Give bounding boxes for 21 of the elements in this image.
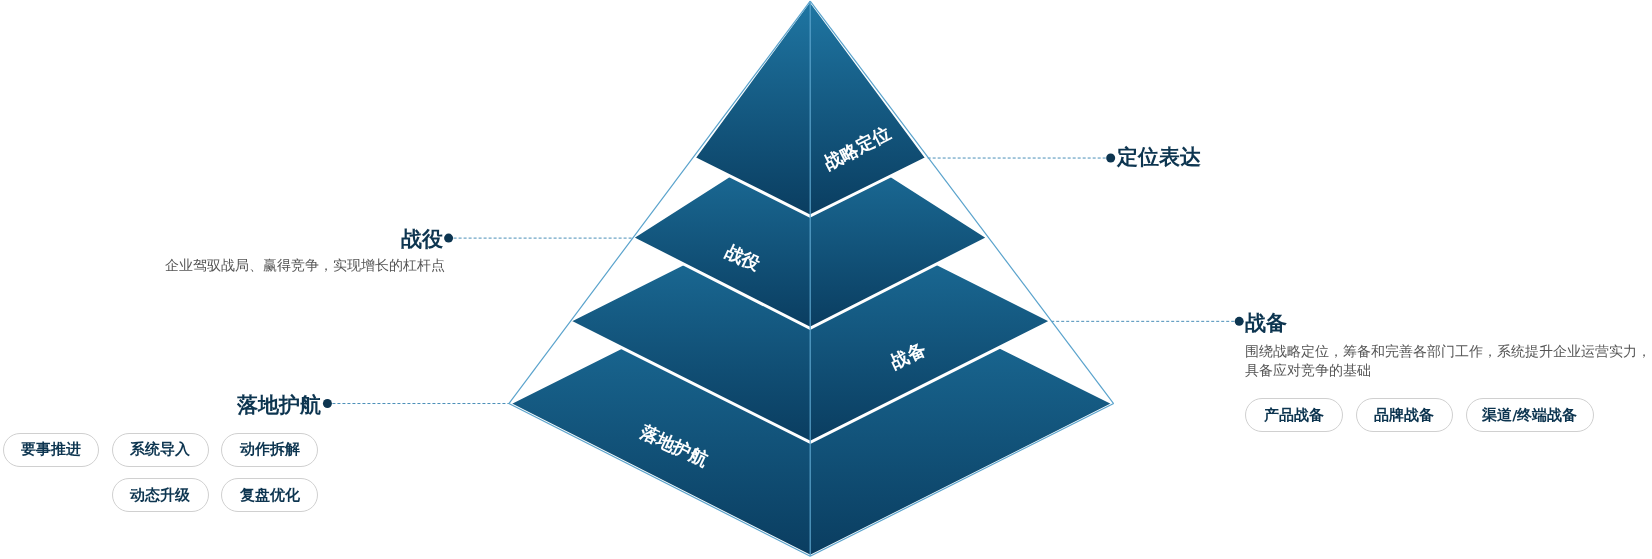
tag-pill: 要事推进 [3,433,100,467]
layer-label: 战略定位 [819,120,895,175]
description-text: 企业驾驭战局、赢得竞争，实现增长的杠杆点 [163,256,445,275]
tag-pill: 产品战备 [1245,398,1344,432]
layer-label: 落地护航 [636,419,712,472]
leader-line [444,233,633,243]
tag-pill: 系统导入 [111,433,209,467]
description-text: 围绕战略定位，筹备和完善各部门工作，系统提升企业运营实力，具备应对竞争的基础 [1245,342,1652,381]
leader-line [1050,316,1244,326]
leader-line [322,399,510,408]
callout-title: 定位表达 [1116,144,1201,172]
tag-pill: 渠道/终端战备 [1465,398,1595,432]
tag-pill: 动作拆解 [221,433,319,467]
layer-label: 战备 [886,337,930,375]
tag-pill: 品牌战备 [1355,398,1453,432]
callout-title: 落地护航 [237,391,322,419]
tag-pill: 复盘优化 [221,478,319,512]
layer-label: 战役 [721,239,765,277]
callout-title: 战役 [400,226,443,254]
tag-pill: 动态升级 [111,478,209,512]
callout-title: 战备 [1245,309,1288,337]
